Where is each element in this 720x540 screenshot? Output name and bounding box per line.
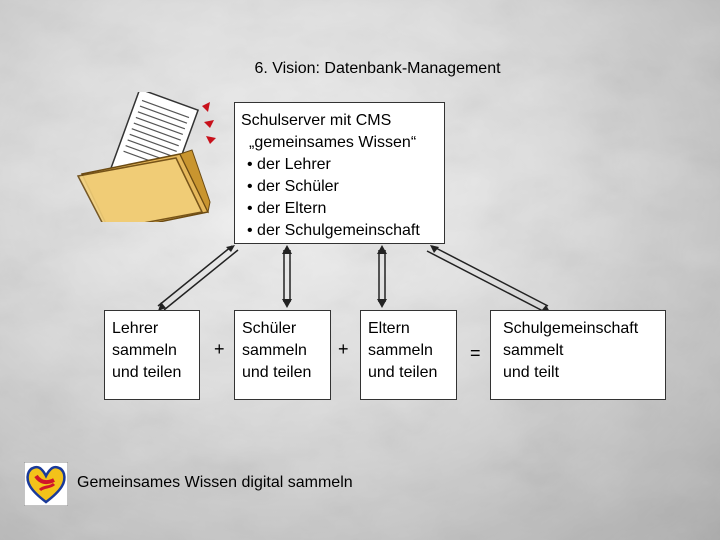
group-schulgemeinschaft-line-1: Schulgemeinschaft — [503, 318, 665, 340]
group-eltern-line-2: sammeln — [368, 340, 456, 362]
heart-logo-icon — [24, 462, 68, 506]
group-eltern-line-1: Eltern — [368, 318, 456, 340]
plus-operator-2: + — [338, 339, 349, 360]
group-schueler-line-3: und teilen — [242, 362, 330, 384]
group-schueler-line-1: Schüler — [242, 318, 330, 340]
group-lehrer-line-1: Lehrer — [112, 318, 199, 340]
plus-operator-1: + — [214, 339, 225, 360]
footer-text: Gemeinsames Wissen digital sammeln — [77, 474, 353, 492]
group-box-lehrer: Lehrer sammeln und teilen — [104, 310, 200, 400]
group-lehrer-line-2: sammeln — [112, 340, 199, 362]
group-box-schulgemeinschaft: Schulgemeinschaft sammelt und teilt — [490, 310, 666, 400]
group-box-schueler: Schüler sammeln und teilen — [234, 310, 331, 400]
group-box-eltern: Eltern sammeln und teilen — [360, 310, 457, 400]
group-schulgemeinschaft-line-2: sammelt — [503, 340, 665, 362]
group-schulgemeinschaft-line-3: und teilt — [503, 362, 665, 384]
group-schueler-line-2: sammeln — [242, 340, 330, 362]
equals-operator: = — [470, 343, 481, 364]
group-eltern-line-3: und teilen — [368, 362, 456, 384]
group-lehrer-line-3: und teilen — [112, 362, 199, 384]
